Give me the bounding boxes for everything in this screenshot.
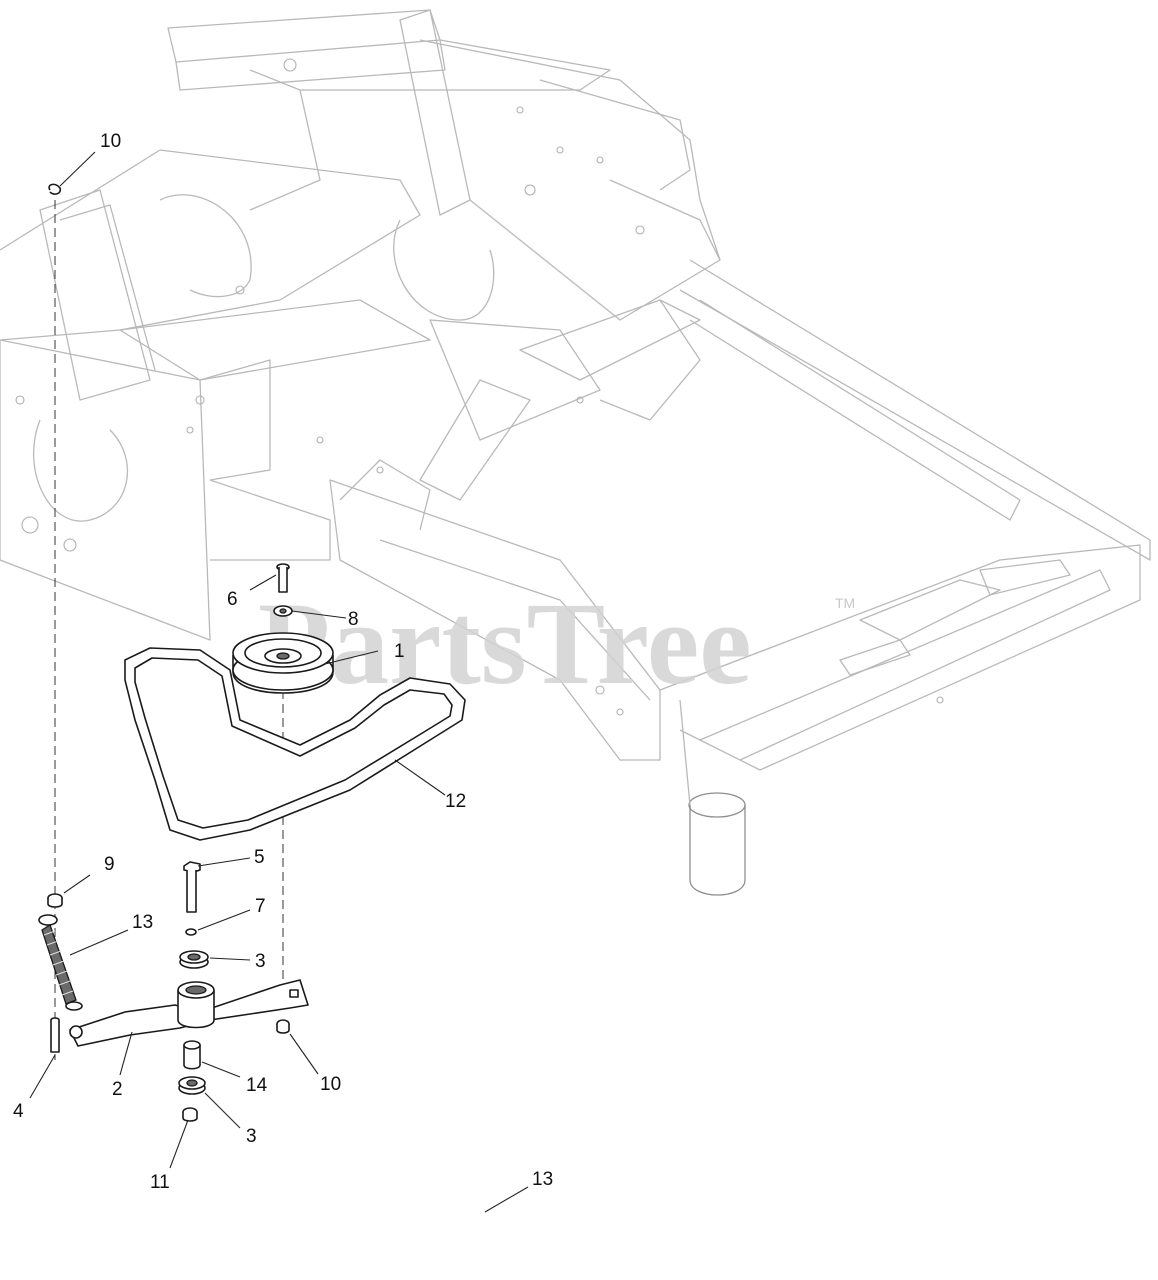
- callout-4: 4: [13, 1101, 24, 1122]
- callout-12: 12: [445, 791, 466, 812]
- callout-11: 11: [150, 1172, 170, 1193]
- callout-labels: 10 1 8 6 12 5 9 7 13 3 2 4 14 10 3 11 13: [13, 131, 553, 1193]
- retaining-clip: [48, 183, 62, 195]
- assembly-centerlines: [54, 200, 284, 1060]
- callout-14: 14: [246, 1075, 268, 1096]
- callout-7: 7: [255, 896, 266, 917]
- idler-pulley: [232, 632, 334, 694]
- callout-3-lower: 3: [246, 1126, 257, 1147]
- idler-arm: [69, 979, 309, 1047]
- spacer: [183, 1040, 201, 1070]
- upper-bearing: [179, 950, 209, 969]
- pivot-pin: [50, 1017, 60, 1053]
- arm-washer: [185, 928, 197, 936]
- pulley-bolt: [276, 563, 290, 593]
- lock-nut: [182, 1107, 198, 1122]
- lower-bearing: [178, 1076, 206, 1095]
- drive-belt: [124, 647, 466, 841]
- spring-nut: [47, 893, 63, 908]
- callout-10-top: 10: [100, 131, 121, 152]
- callout-5: 5: [254, 847, 265, 868]
- watermark: PartsTree TM: [258, 578, 855, 709]
- arm-nut: [276, 1019, 290, 1034]
- callout-3-upper: 3: [255, 951, 266, 972]
- arm-bolt: [183, 861, 201, 913]
- callout-2: 2: [112, 1079, 123, 1100]
- leader-lines: [29, 151, 529, 1213]
- tension-spring: [38, 914, 83, 1011]
- callout-13-spring: 13: [132, 912, 153, 933]
- callout-10-arm: 10: [320, 1074, 341, 1095]
- mower-frame: [0, 9, 1151, 896]
- callout-9: 9: [104, 854, 115, 875]
- pulley-washer: [273, 605, 293, 617]
- callout-6: 6: [227, 589, 238, 610]
- watermark-trademark: TM: [835, 595, 855, 611]
- callout-8: 8: [348, 609, 359, 630]
- callout-13-bottom: 13: [532, 1169, 553, 1190]
- callout-1: 1: [394, 641, 405, 662]
- watermark-text: PartsTree: [258, 578, 752, 709]
